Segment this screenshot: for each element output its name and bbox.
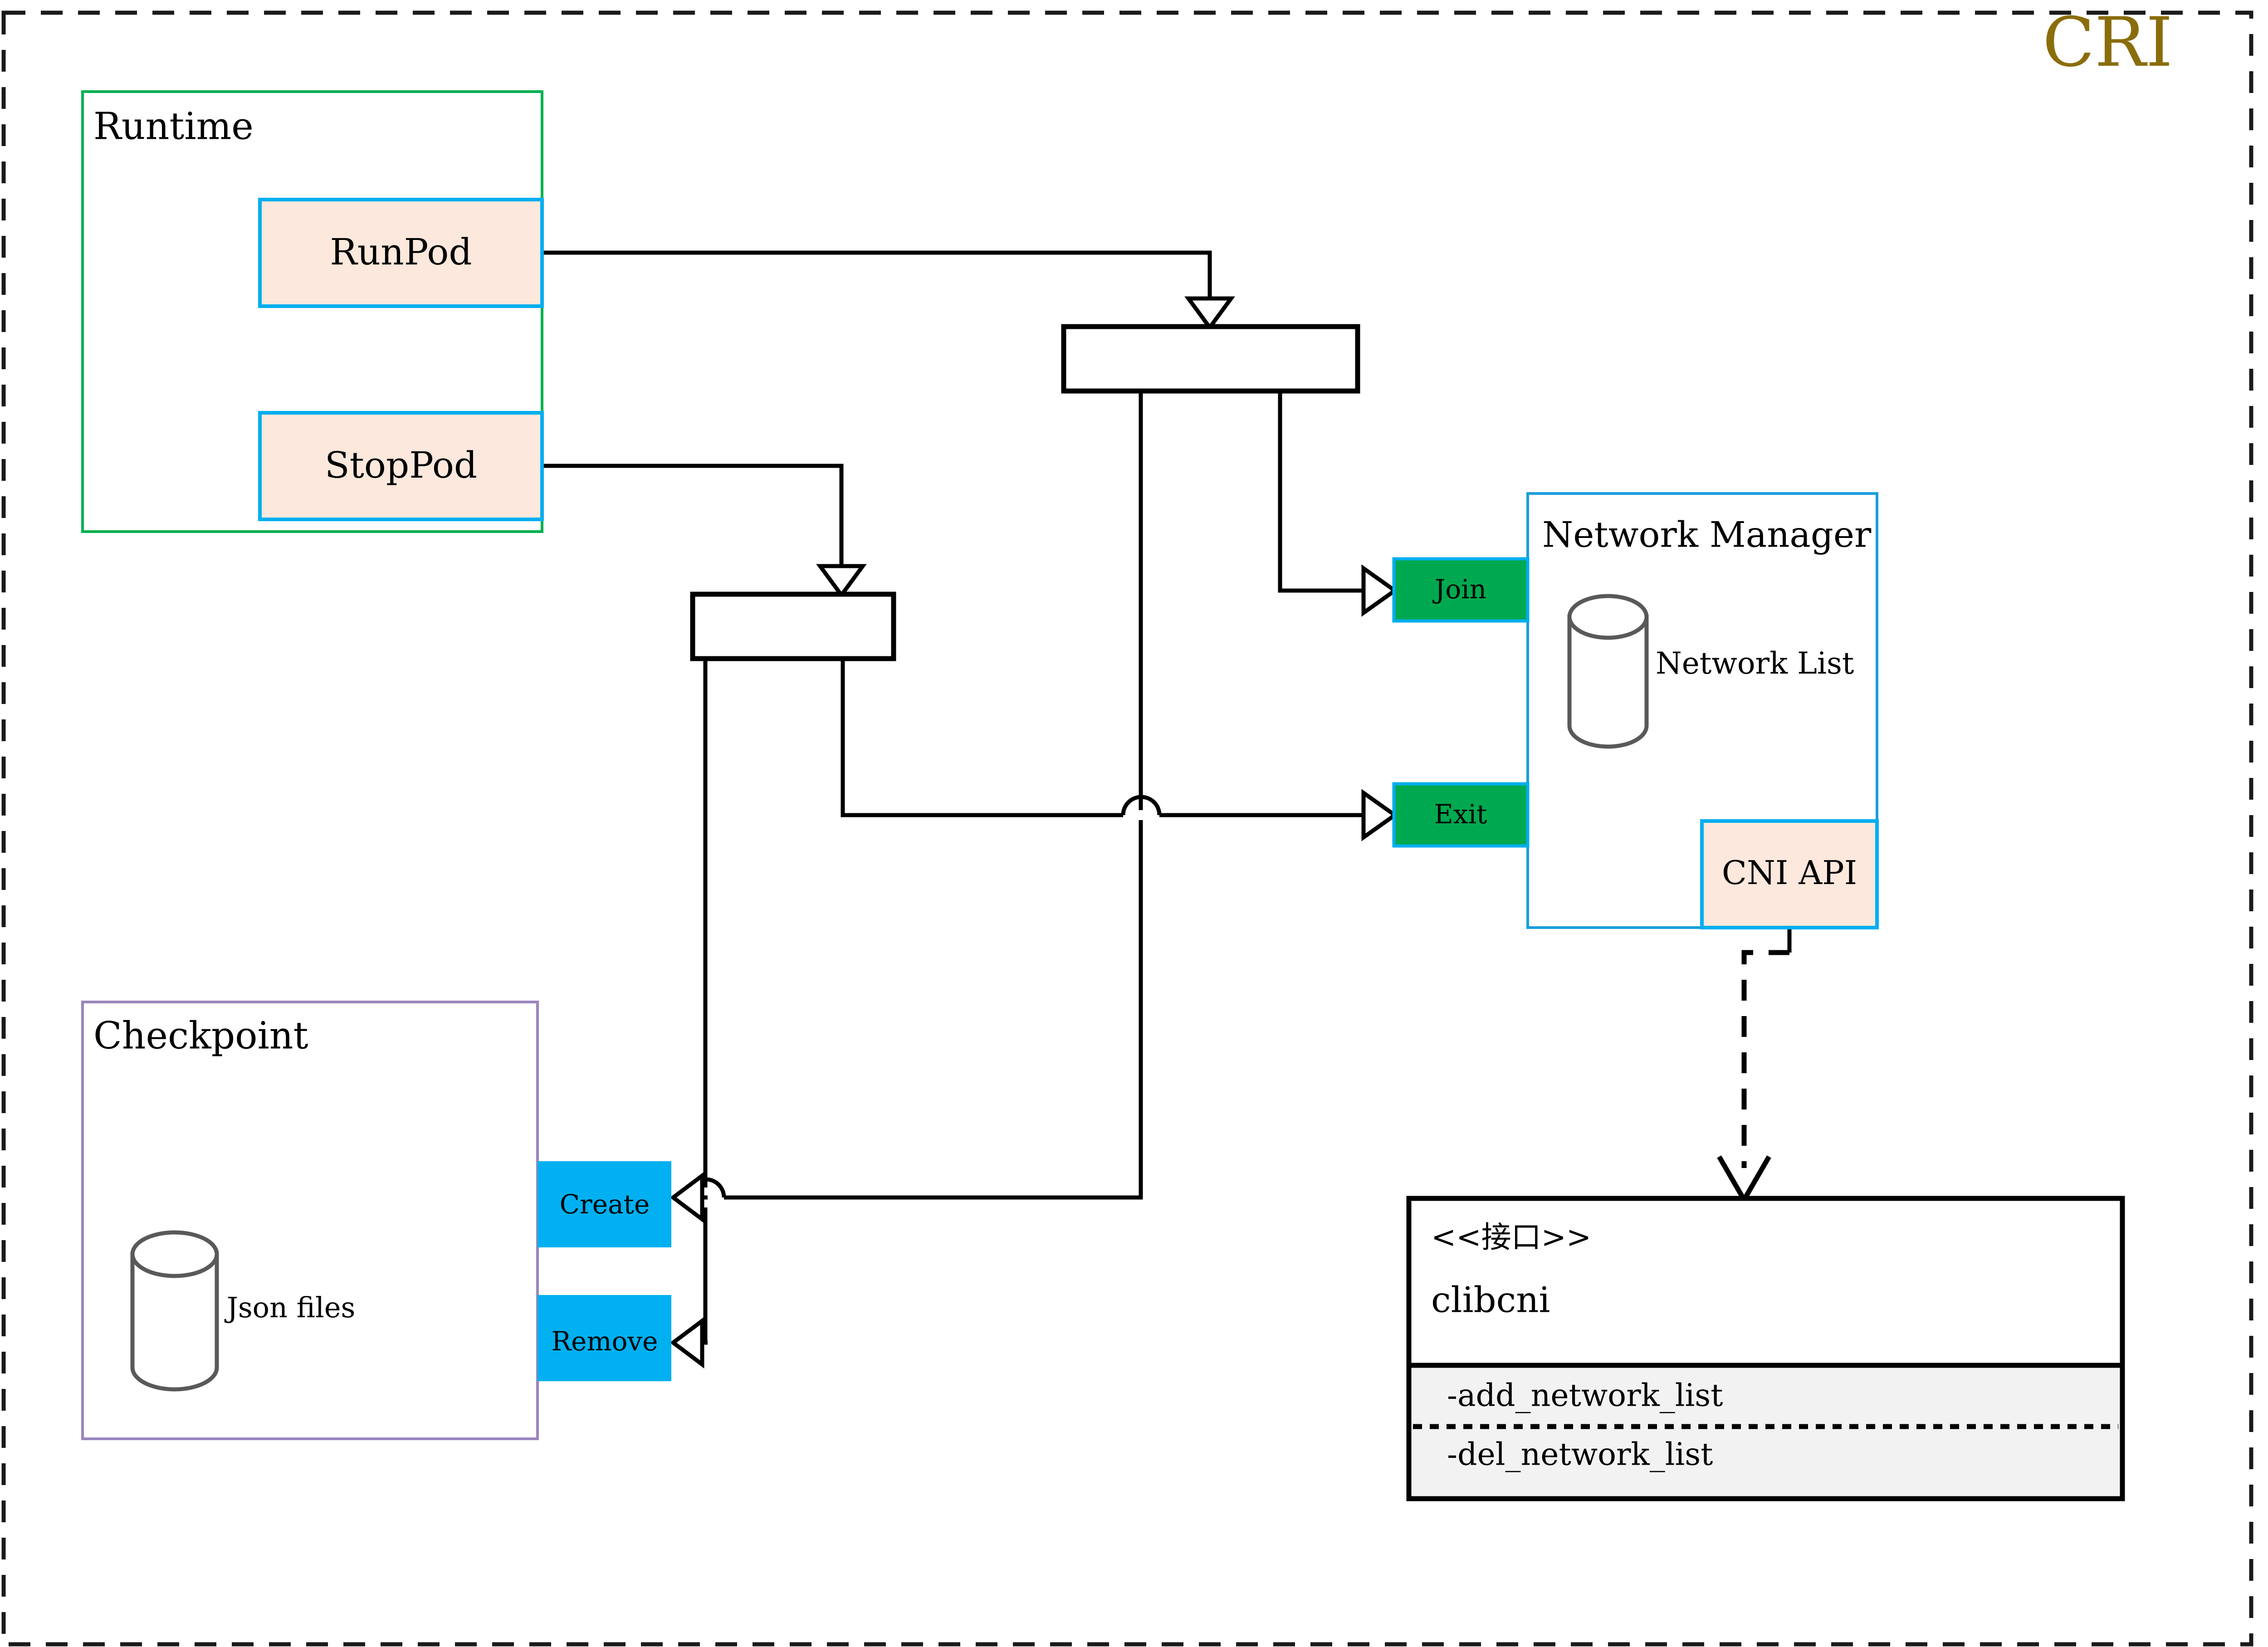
group-checkpoint-label: Checkpoint — [93, 1015, 308, 1058]
operation-stoppod-label: StopPod — [325, 444, 477, 486]
network-list-cylinder-icon — [1567, 594, 1649, 749]
port-create[interactable] — [538, 1161, 671, 1247]
port-create-label: Create — [560, 1189, 650, 1220]
connector-fork-top-left-branch-lower — [724, 820, 1143, 1200]
page-title: CRI — [2043, 3, 2173, 82]
interface-methods-compartment — [1406, 1363, 2125, 1501]
group-network-manager-label: Network Manager — [1542, 515, 1872, 556]
interface-method-del: -del_network_list — [1447, 1437, 1713, 1473]
json-files-label: Json files — [224, 1291, 355, 1324]
cni-api-label: CNI API — [1722, 854, 1857, 892]
network-list-label: Network List — [1656, 646, 1854, 681]
fork-bar-runpod — [1061, 324, 1360, 394]
interface-stereotype: <<接口>> — [1431, 1220, 1591, 1255]
group-runtime-label: Runtime — [93, 105, 254, 148]
port-join[interactable] — [1392, 557, 1530, 623]
operation-stoppod[interactable] — [258, 411, 544, 521]
arrowhead-runpod-fork — [1184, 296, 1235, 331]
interface-name: clibcni — [1431, 1280, 1550, 1321]
line-hop-exit-crossing — [1121, 795, 1162, 816]
port-exit-label: Exit — [1434, 799, 1487, 830]
port-exit[interactable] — [1392, 782, 1530, 848]
operation-runpod[interactable] — [258, 198, 544, 308]
arrowhead-create — [670, 1172, 704, 1223]
fork-bar-stoppod — [690, 591, 896, 661]
arrowhead-remove — [670, 1317, 704, 1368]
arrowhead-join — [1361, 564, 1398, 617]
connector-fork-top-right-to-join — [1278, 391, 1365, 593]
operation-runpod-label: RunPod — [330, 231, 472, 273]
arrowhead-stoppod-fork — [816, 564, 867, 599]
json-files-cylinder-icon — [130, 1230, 219, 1392]
arrowhead-exit — [1361, 789, 1398, 841]
interface-method-add: -add_network_list — [1447, 1378, 1723, 1414]
group-runtime[interactable] — [81, 90, 543, 533]
cni-api-box[interactable] — [1700, 819, 1879, 929]
connector-fork-low-left-branch-lower — [703, 1207, 708, 1345]
connector-stoppod-to-fork — [542, 464, 844, 567]
connector-runpod-to-fork — [542, 250, 1212, 299]
connector-cniapi-to-clibcni — [1741, 950, 1789, 1168]
port-join-label: Join — [1432, 574, 1486, 605]
connector-fork-low-right-to-exit — [841, 659, 1123, 817]
outer-dashed-frame — [1, 10, 2253, 1647]
port-remove[interactable] — [538, 1295, 671, 1381]
port-remove-label: Remove — [551, 1326, 658, 1357]
